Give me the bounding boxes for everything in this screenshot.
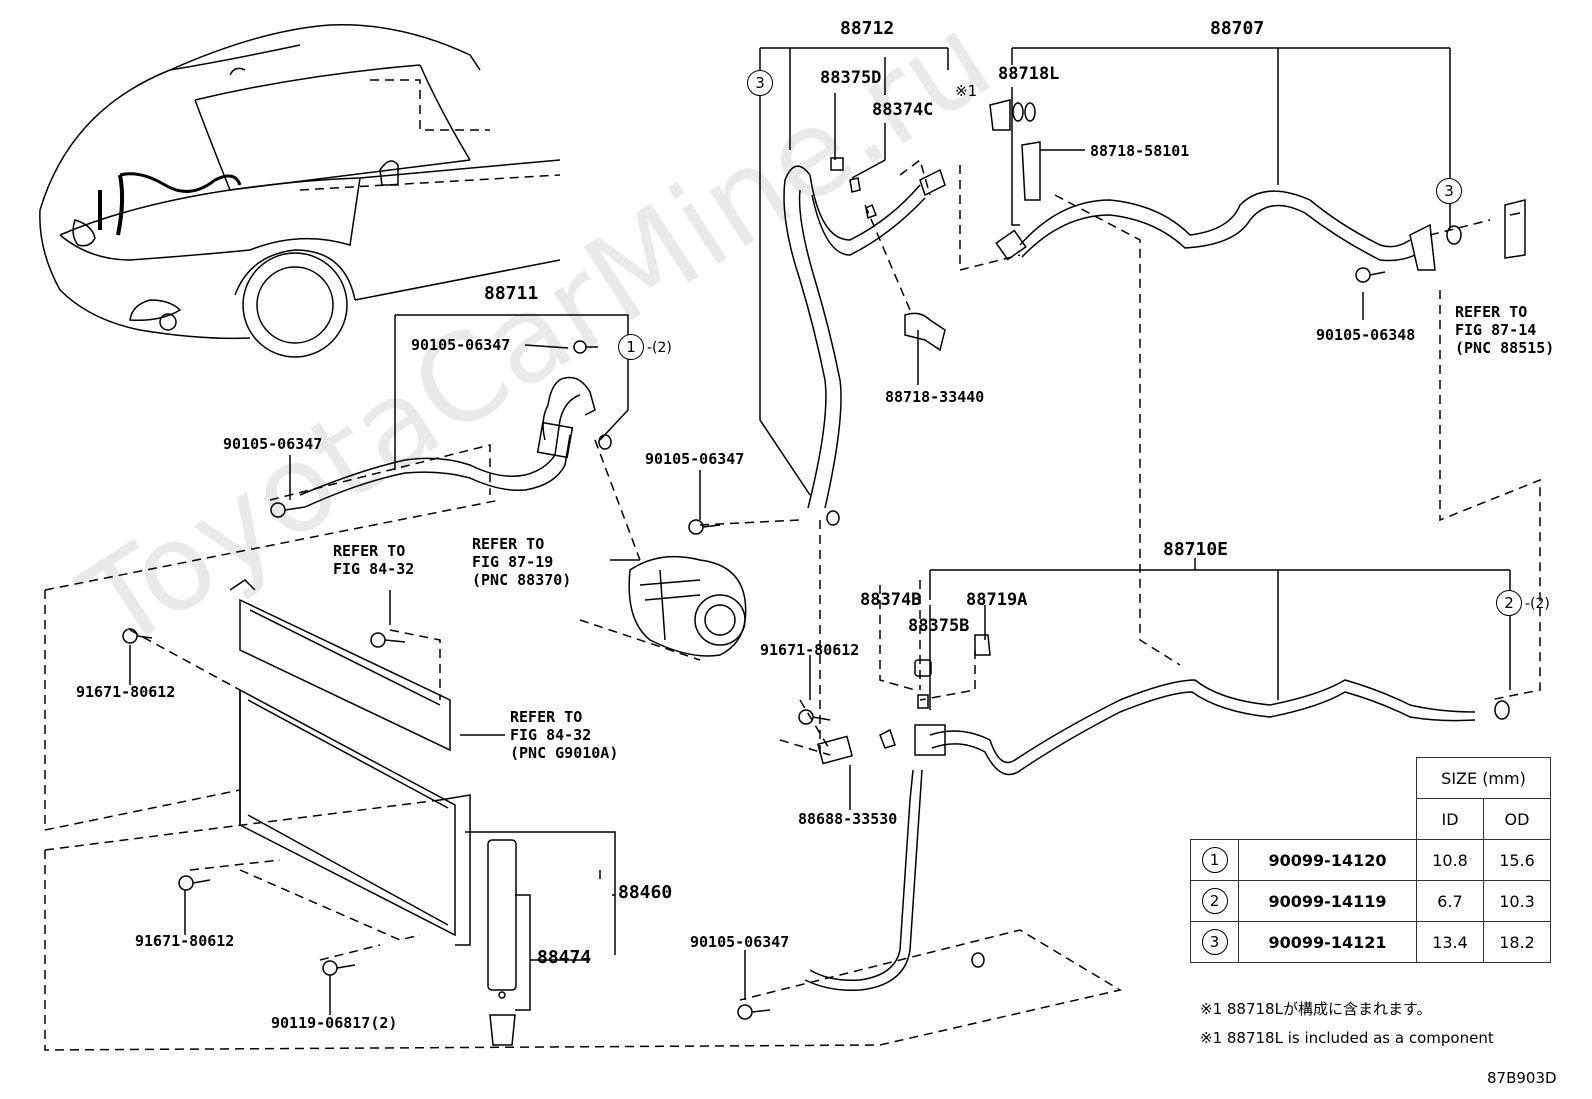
note-mark: ※1 [955,82,978,100]
part-label-90105-06348: 90105-06348 [1316,326,1416,344]
od-cell: 10.3 [1483,880,1551,922]
reference-line: REFER TO [472,535,545,553]
od-cell: 18.2 [1483,921,1551,963]
table-row: 3 90099-14121 13.4 18.2 [1190,921,1551,963]
note-japanese: ※1 88718Lが構成に含まれます。 [1200,1000,1432,1018]
reference-fig-84-32-a[interactable]: REFER TO FIG 84-32 [333,542,414,578]
id-cell: 10.8 [1416,839,1484,881]
part-label-90105-06347-b: 90105-06347 [223,435,323,453]
part-label-91671-80612-a: 91671-80612 [760,641,860,659]
part-label-88718-58101: 88718-58101 [1090,142,1190,160]
diagram-code: 87B903D [1487,1069,1557,1087]
callout-1: 1 [618,334,644,360]
callout-2: 2 [1496,590,1522,616]
car-outline-drawing [39,24,561,358]
id-cell: 6.7 [1416,880,1484,922]
part-label-88718-33440: 88718-33440 [885,388,985,406]
table-row: 2 90099-14119 6.7 10.3 [1190,880,1551,922]
part-label-88718l: 88718L [998,64,1060,84]
reference-line: (PNC 88370) [472,571,572,589]
reference-line: REFER TO [1455,303,1528,321]
reference-line: FIG 84-32 [510,726,592,744]
reference-line: (PNC 88515) [1455,339,1555,357]
reference-line: FIG 87-19 [472,553,554,571]
part-number-cell: 90099-14120 [1238,839,1417,881]
part-number-cell: 90099-14119 [1238,880,1417,922]
leader-lines [129,47,1511,1015]
row-circle: 1 [1201,847,1228,873]
hose-pipes [122,99,1526,1046]
part-label-88719a: 88719A [966,590,1028,610]
reference-fig-87-14[interactable]: REFER TO FIG 87-14 (PNC 88515) [1455,303,1554,357]
part-label-88474: 88474 [537,947,592,968]
part-number-cell: 90099-14121 [1238,921,1417,963]
size-table: SIZE (mm) ID OD 1 90099-14120 10.8 15.6 … [1190,757,1551,963]
reference-line: (PNC G9010A) [510,744,619,762]
part-label-91671-80612-b: 91671-80612 [76,683,176,701]
reference-fig-87-19[interactable]: REFER TO FIG 87-19 (PNC 88370) [472,535,571,589]
reference-fig-84-32-b[interactable]: REFER TO FIG 84-32 (PNC G9010A) [510,708,618,762]
part-label-91671-80612-c: 91671-80612 [135,932,235,950]
part-label-88375d: 88375D [820,68,882,88]
size-table-header: SIZE (mm) [1416,757,1551,799]
row-circle: 2 [1201,888,1228,914]
callout-3: 3 [747,70,773,96]
reference-line: FIG 87-14 [1455,321,1537,339]
part-label-90105-06347-a: 90105-06347 [411,336,511,354]
part-label-88460: 88460 [618,882,673,903]
note-english: ※1 88718L is included as a component [1200,1029,1494,1047]
callout-2-quantity: -(2) [1525,596,1550,612]
column-header-id: ID [1416,798,1484,840]
group-header-88712: 88712 [840,18,895,39]
reference-line: FIG 84-32 [333,560,415,578]
part-label-90105-06347-c: 90105-06347 [645,450,745,468]
callout-3: 3 [1436,178,1462,204]
part-label-88375b: 88375B [908,616,970,636]
part-label-90105-06347-d: 90105-06347 [690,933,790,951]
group-header-88710e: 88710E [1163,539,1229,560]
reference-line: REFER TO [333,542,406,560]
part-label-90119-06817: 90119-06817(2) [271,1014,398,1032]
part-label-88374c: 88374C [872,100,934,120]
callout-1-quantity: -(2) [647,340,672,356]
row-circle: 3 [1201,929,1228,955]
column-header-od: OD [1483,798,1551,840]
od-cell: 15.6 [1483,839,1551,881]
group-header-88711: 88711 [484,283,539,304]
group-header-88707: 88707 [1210,18,1265,39]
part-label-88374b: 88374B [860,590,922,610]
table-row: 1 90099-14120 10.8 15.6 [1190,839,1551,881]
id-cell: 13.4 [1416,921,1484,963]
reference-line: REFER TO [510,708,583,726]
dashed-reference-lines [44,79,1541,1051]
part-label-88688-33530: 88688-33530 [798,810,898,828]
